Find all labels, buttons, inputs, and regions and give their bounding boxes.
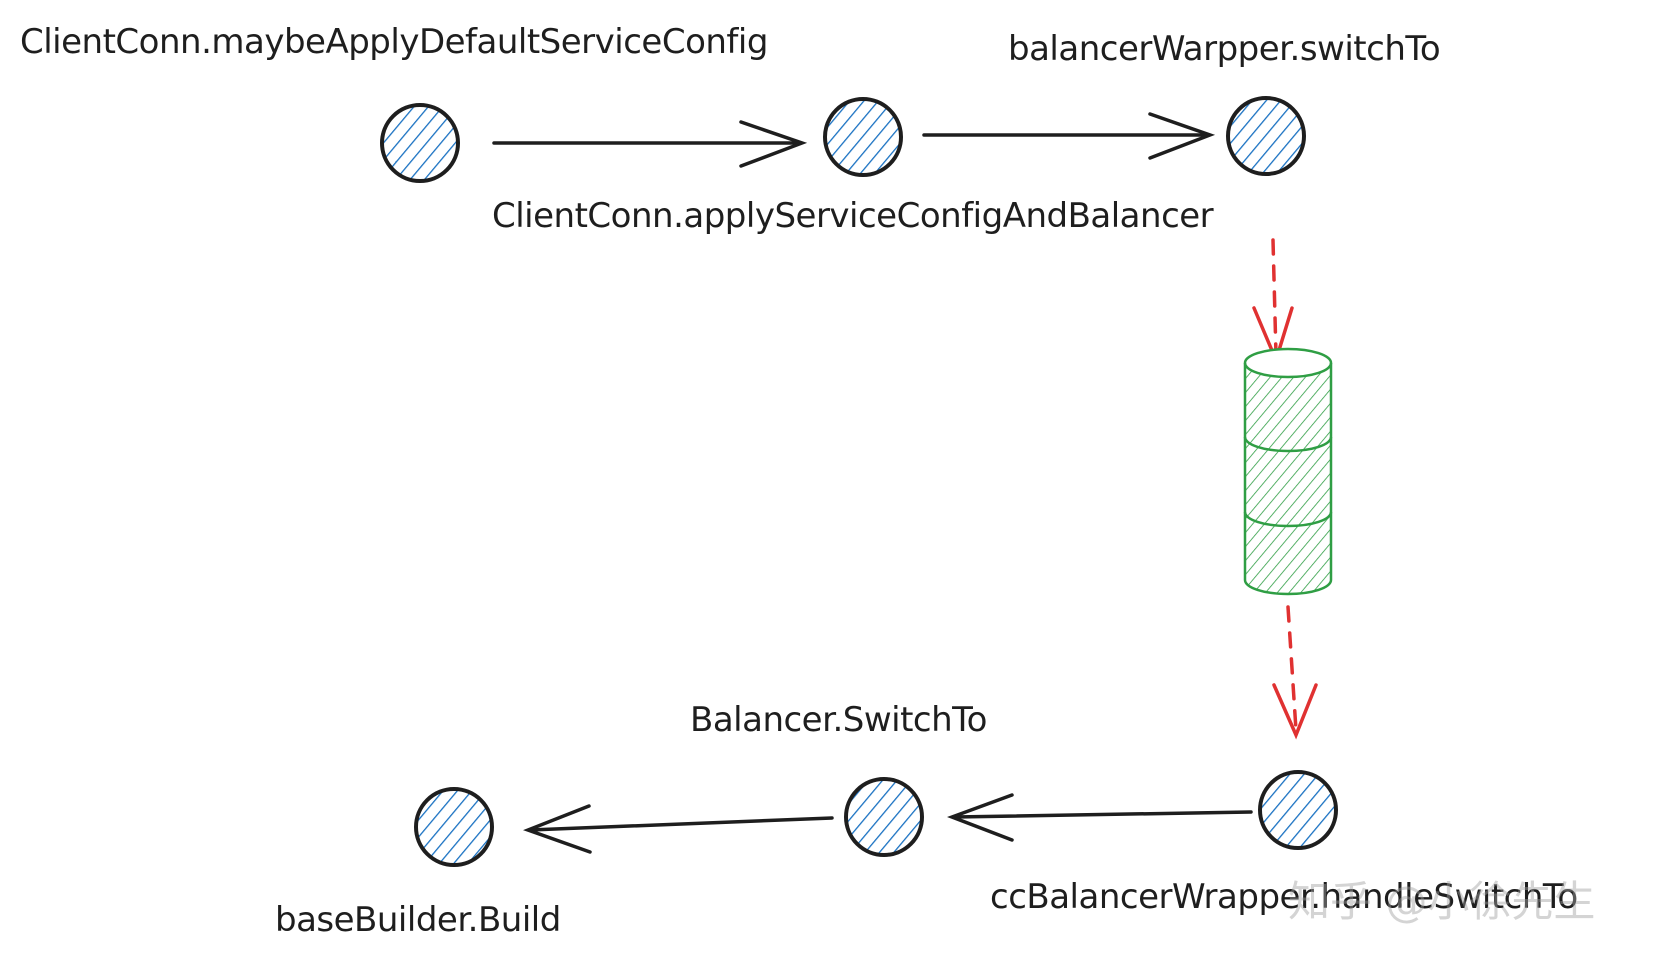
node-circle-n5 — [844, 777, 924, 857]
node-label-n6: baseBuilder.Build — [275, 900, 561, 940]
dashed-arrow-n3-to-queue — [1252, 238, 1294, 366]
node-circle-n4 — [1258, 770, 1338, 850]
arrow-n1-to-n2 — [492, 120, 808, 168]
node-circle-n1 — [380, 103, 460, 183]
node-label-n5: Balancer.SwitchTo — [690, 700, 987, 740]
node-circle-n2 — [823, 97, 903, 177]
dashed-arrow-queue-to-n4 — [1272, 605, 1318, 740]
arrow-n5-to-n6 — [523, 804, 834, 854]
node-label-n3: balancerWarpper.switchTo — [1008, 29, 1441, 69]
watermark: 知乎 @小徐先生 — [1288, 877, 1596, 926]
arrow-n4-to-n5 — [947, 793, 1253, 842]
queue-cylinder — [1243, 347, 1333, 596]
node-label-n4: ccBalancerWrapper.handleSwitchTo — [990, 877, 1578, 917]
node-label-n2: ClientConn.applyServiceConfigAndBalancer — [492, 196, 1214, 236]
node-label-n1: ClientConn.maybeApplyDefaultServiceConfi… — [20, 22, 768, 62]
arrow-n2-to-n3 — [922, 112, 1216, 160]
node-circle-n6 — [414, 787, 494, 867]
node-circle-n3 — [1226, 96, 1306, 176]
